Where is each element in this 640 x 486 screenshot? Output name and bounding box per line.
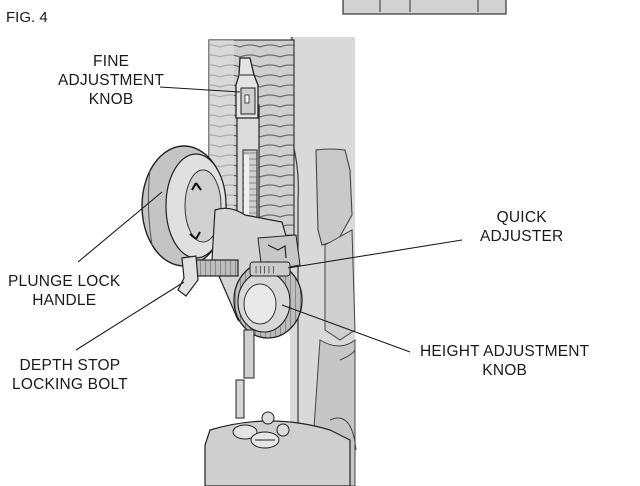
leader-fine-adjustment	[159, 86, 241, 93]
leader-quick-adjuster	[287, 239, 463, 269]
depth-stop-bolt-shape	[177, 255, 239, 297]
callout-fine-adjustment-knob: FINE ADJUSTMENT KNOB	[58, 53, 165, 108]
callout-depth-stop-locking-bolt: DEPTH STOP LOCKING BOLT	[12, 357, 128, 393]
height-knob-shape: | | | | |	[233, 261, 303, 339]
inset-box-fragment	[342, 0, 507, 15]
plunge-lock-disc-shape	[141, 145, 227, 267]
callout-quick-adjuster: QUICK ADJUSTER	[480, 209, 564, 245]
leader-depth-stop	[75, 281, 185, 351]
svg-text:| | | | |: | | | | |	[255, 265, 274, 274]
leader-height-knob	[281, 304, 411, 353]
fine-adjustment-knob-shape	[235, 57, 259, 119]
leader-lines	[75, 86, 463, 353]
callout-height-adjustment-knob: HEIGHT ADJUSTMENT KNOB	[420, 343, 590, 379]
leader-plunge-lock	[77, 191, 163, 263]
callout-plunge-lock-handle: PLUNGE LOCK HANDLE	[8, 273, 121, 309]
base-assembly	[204, 329, 357, 486]
figure-label: FIG. 4	[6, 9, 48, 26]
